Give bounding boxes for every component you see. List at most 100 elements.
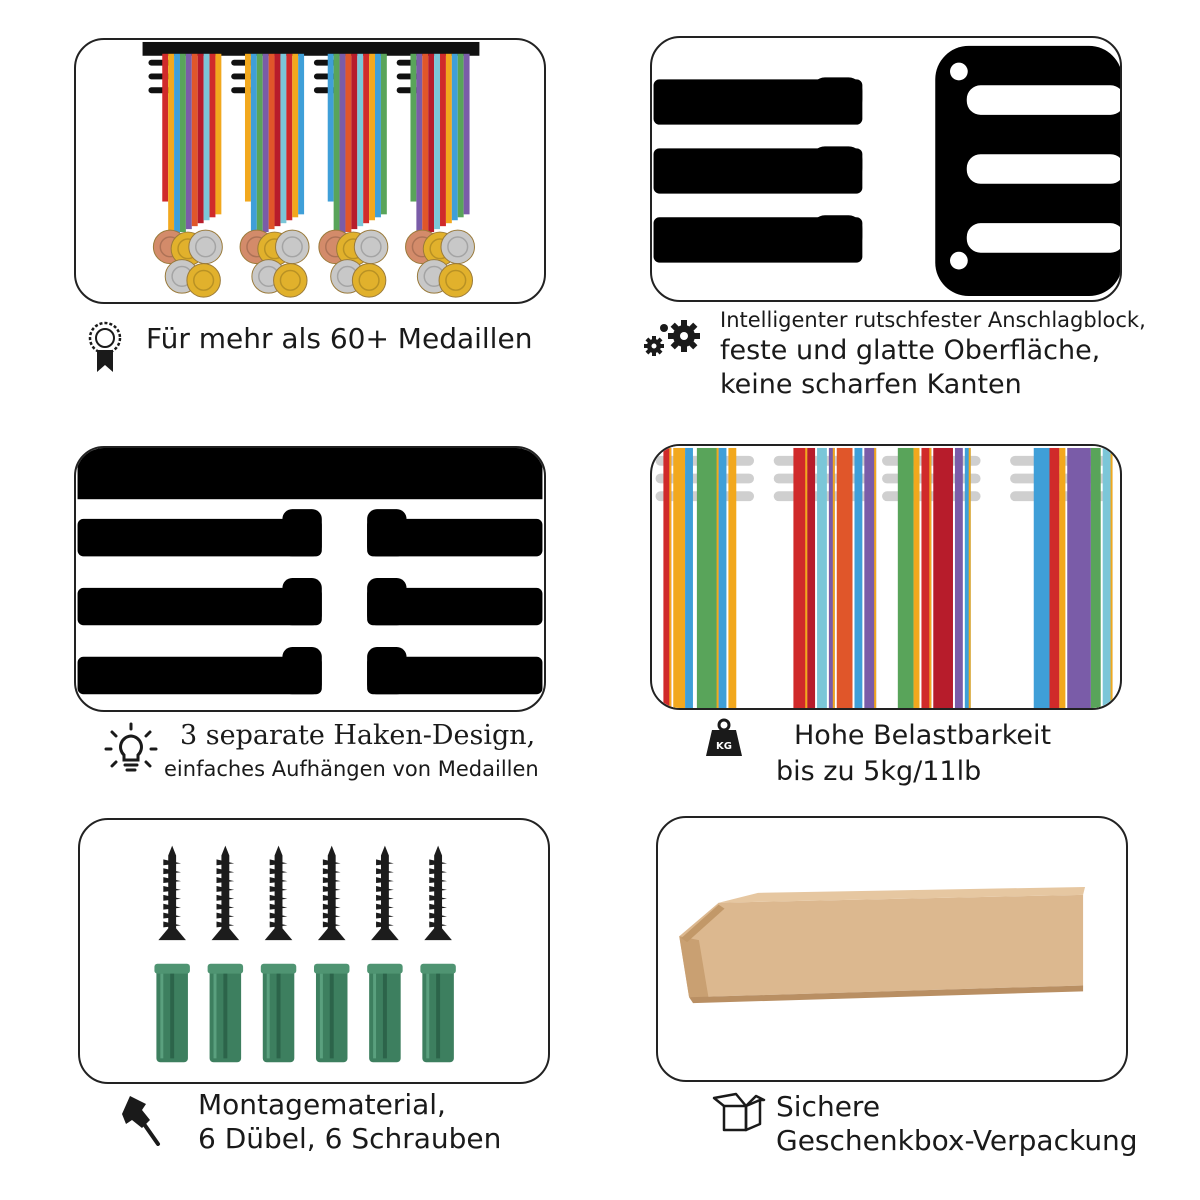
ribbon-stripe bbox=[805, 447, 808, 708]
medal-rack-illustration bbox=[142, 41, 480, 298]
screw-thread bbox=[429, 903, 447, 910]
ribbon bbox=[327, 53, 334, 202]
anchor-collar bbox=[207, 963, 244, 974]
screw-thread bbox=[269, 859, 288, 866]
ribbon bbox=[445, 53, 452, 224]
ribbon bbox=[339, 53, 346, 236]
stopblock-caption-line2: feste und glatte Oberfläche, bbox=[720, 335, 1101, 366]
screw-thread bbox=[163, 859, 182, 866]
ribbon bbox=[457, 53, 464, 218]
gold-medal bbox=[186, 263, 221, 298]
ribbon bbox=[209, 53, 216, 218]
screw-thread bbox=[322, 859, 341, 866]
ribbon bbox=[422, 53, 429, 236]
screw-thread bbox=[429, 894, 447, 901]
screw-shaft bbox=[221, 855, 230, 931]
screw-thread bbox=[269, 903, 288, 910]
ribbon bbox=[440, 53, 446, 227]
medal-rack-photo-panel bbox=[74, 38, 546, 304]
packaging-caption-line2: Geschenkbox-Verpackung bbox=[776, 1124, 1138, 1157]
ribbon bbox=[1033, 447, 1050, 708]
ribbon bbox=[416, 53, 423, 238]
screw-shaft bbox=[380, 855, 389, 931]
screw-thread bbox=[216, 903, 235, 910]
ribbon-stripe bbox=[1063, 447, 1066, 708]
ribbon bbox=[864, 447, 877, 708]
packaging-caption: Sichere Geschenkbox-Verpackung bbox=[776, 1090, 1138, 1158]
ribbon bbox=[451, 53, 458, 221]
ribbon bbox=[1067, 447, 1091, 708]
screw-thread bbox=[269, 894, 288, 901]
screw-thread bbox=[163, 885, 182, 892]
screw-tip bbox=[380, 845, 389, 856]
ribbon bbox=[179, 53, 186, 233]
screw-thread bbox=[322, 903, 341, 910]
silver-medal bbox=[275, 229, 310, 265]
load-caption: Hohe Belastbarkeit bis zu 5kg/11lb bbox=[776, 718, 1051, 790]
hooks-caption-line2: einfaches Aufhängen von Medaillen bbox=[164, 757, 539, 781]
ribbon bbox=[828, 447, 835, 708]
screw-thread bbox=[163, 894, 182, 901]
screw-thread bbox=[429, 885, 447, 892]
anchor-collar bbox=[420, 963, 456, 974]
ribbon bbox=[185, 53, 192, 230]
ribbon bbox=[215, 53, 222, 215]
ribbon bbox=[1049, 447, 1060, 708]
screw-head bbox=[424, 928, 452, 941]
screw-tip bbox=[434, 845, 443, 856]
mounting-caption: Montagematerial, 6 Dübel, 6 Schrauben bbox=[198, 1088, 501, 1156]
ribbon bbox=[964, 447, 971, 708]
anchor-highlight bbox=[160, 973, 164, 1059]
ribbon bbox=[162, 53, 169, 202]
anchor-highlight bbox=[373, 973, 377, 1059]
load-caption-line1: Hohe Belastbarkeit bbox=[794, 720, 1052, 751]
screw-thread bbox=[429, 921, 447, 928]
ribbon bbox=[244, 53, 251, 202]
screw-thread bbox=[216, 921, 235, 928]
screw-thread bbox=[322, 912, 341, 919]
gift-box-illustration bbox=[679, 886, 1086, 1004]
ribbon bbox=[280, 53, 287, 224]
anchor-groove bbox=[436, 973, 441, 1059]
silver-medal bbox=[440, 229, 475, 265]
medals-caption-text: Für mehr als 60+ Medaillen bbox=[146, 322, 533, 355]
screw-thread bbox=[376, 859, 394, 866]
screw-thread bbox=[216, 885, 235, 892]
ribbon-stripe bbox=[929, 447, 932, 708]
ribbon bbox=[1059, 447, 1066, 708]
ribbon bbox=[292, 53, 299, 218]
screw-tip bbox=[168, 845, 177, 856]
mounting-caption-line1: Montagematerial, bbox=[198, 1088, 446, 1121]
weight-icon-label: KG bbox=[716, 741, 732, 752]
ribbon bbox=[197, 53, 204, 224]
screw-thread bbox=[216, 859, 235, 866]
screw-shaft bbox=[274, 855, 283, 931]
ribbon bbox=[410, 53, 417, 202]
load-caption-line2: bis zu 5kg/11lb bbox=[776, 756, 982, 787]
screw-head bbox=[317, 928, 346, 941]
ribbon-stripe bbox=[716, 447, 719, 708]
anchor-highlight bbox=[426, 973, 430, 1059]
anchor-highlight bbox=[319, 973, 323, 1059]
ribbon bbox=[434, 53, 441, 230]
screw-thread bbox=[322, 885, 341, 892]
screw-thread bbox=[322, 921, 341, 928]
hooks-closeup-panel bbox=[74, 446, 546, 712]
screw-shaft bbox=[168, 855, 177, 931]
stop-block-illustration bbox=[653, 45, 1120, 297]
gold-medal bbox=[351, 263, 387, 298]
stopblock-caption-line3: keine scharfen Kanten bbox=[720, 369, 1022, 400]
hooks-caption-line1: 3 separate Haken-Design, bbox=[180, 720, 536, 751]
ribbon bbox=[793, 447, 808, 708]
gold-medal bbox=[273, 263, 308, 298]
screw-thread bbox=[376, 912, 394, 919]
ribbon bbox=[345, 53, 352, 233]
ribbon bbox=[363, 53, 370, 224]
ribbon bbox=[262, 53, 269, 233]
ribbon bbox=[174, 53, 180, 236]
ribbon bbox=[369, 53, 376, 221]
light-bulb-icon bbox=[104, 722, 158, 776]
stopblock-caption: Intelligenter rutschfester Anschlagblock… bbox=[720, 306, 1146, 402]
ribbon bbox=[897, 447, 914, 708]
screw-thread bbox=[376, 894, 394, 901]
